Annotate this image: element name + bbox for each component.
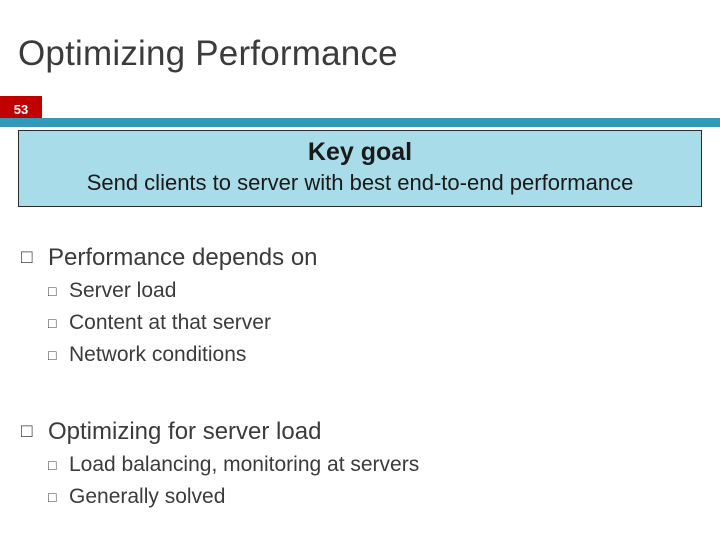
list-item-label: Network conditions — [69, 343, 247, 366]
list-item: □ Content at that server — [48, 308, 708, 338]
section-spacer — [18, 370, 708, 412]
list-item-label: Content at that server — [69, 311, 271, 334]
square-bullet-icon: □ — [48, 347, 57, 363]
list-item: □ Load balancing, monitoring at servers — [48, 450, 708, 480]
square-bullet-icon: □ — [48, 283, 57, 299]
bullet-label: Optimizing for server load — [48, 418, 322, 445]
list-item: □ Generally solved — [48, 482, 708, 512]
square-bullet-icon: □ — [21, 247, 33, 268]
square-bullet-icon: □ — [21, 421, 33, 442]
page-title: Optimizing Performance — [18, 34, 398, 73]
list-item: □ Network conditions — [48, 340, 708, 370]
bullet-label: Performance depends on — [48, 244, 318, 271]
square-bullet-icon: □ — [48, 457, 57, 473]
title-divider-rule — [0, 118, 720, 127]
slide-number-badge: 53 — [0, 96, 42, 122]
key-goal-callout: Key goal Send clients to server with bes… — [18, 130, 702, 207]
list-item: □ Server load — [48, 276, 708, 306]
list-item-label: Generally solved — [69, 485, 226, 508]
square-bullet-icon: □ — [48, 315, 57, 331]
square-bullet-icon: □ — [48, 489, 57, 505]
slide-body: □ Performance depends on □ Server load □… — [18, 238, 708, 512]
key-goal-heading: Key goal — [307, 138, 413, 166]
key-goal-body: Send clients to server with best end-to-… — [86, 170, 634, 195]
bullet-item-performance-depends-on: □ Performance depends on — [18, 242, 708, 274]
list-item-label: Server load — [69, 279, 177, 302]
bullet-item-optimizing-for-server-load: □ Optimizing for server load — [18, 416, 708, 448]
list-item-label: Load balancing, monitoring at servers — [69, 453, 420, 476]
